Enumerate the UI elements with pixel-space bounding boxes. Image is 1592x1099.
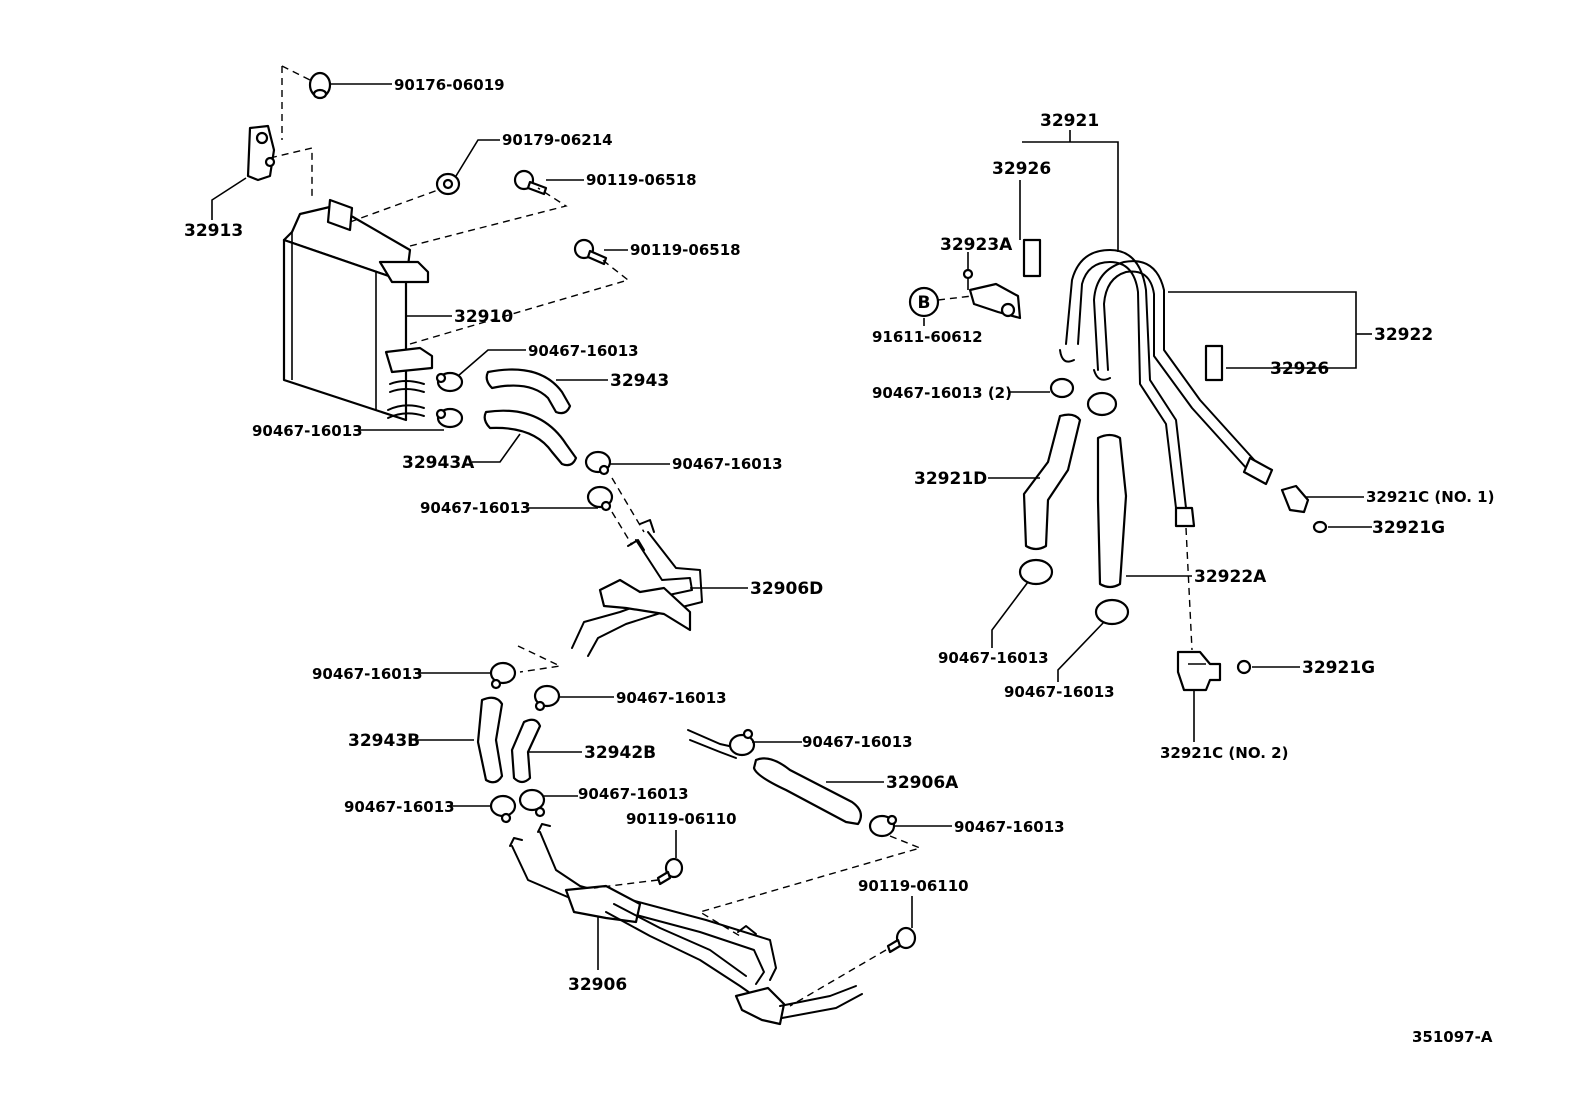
label-91611-60612: 91611-60612 <box>872 328 983 346</box>
label-90119-06110-a: 90119-06110 <box>626 810 737 828</box>
oil-cooler-32910 <box>282 198 434 422</box>
pipe-32906D <box>571 519 703 657</box>
label-32923A: 32923A <box>940 235 1013 255</box>
label-32922: 32922 <box>1374 325 1433 345</box>
label-90179-06214: 90179-06214 <box>502 131 613 149</box>
label-32926-b: 32926 <box>1270 359 1329 379</box>
clamp-c <box>584 450 612 476</box>
bolt-90119-06110-b <box>886 926 917 954</box>
label-90119-06518-b: 90119-06518 <box>630 241 741 259</box>
clamp-g <box>489 794 517 824</box>
label-90467-16013-h: 90467-16013 <box>344 798 455 816</box>
hose-32921D <box>1022 413 1082 551</box>
clamp-k <box>1018 558 1054 586</box>
grommet-32926-b <box>1204 344 1224 382</box>
nut-90179-06214 <box>435 172 461 196</box>
reference-marker-b: B <box>908 286 940 318</box>
elbow-32921C-no2 <box>1176 650 1222 692</box>
o-ring-32921G-a <box>1312 520 1328 534</box>
clamp-near-cooler-top <box>435 371 464 393</box>
clamp-f <box>533 684 561 712</box>
label-90467-16013-k: 90467-16013 <box>938 649 1049 667</box>
label-90176-06019: 90176-06019 <box>394 76 505 94</box>
hose-32942B <box>510 718 542 784</box>
label-90467-16013-c: 90467-16013 <box>672 455 783 473</box>
pipe-32906 <box>509 823 863 1026</box>
label-32943: 32943 <box>610 371 669 391</box>
label-32921C-no1: 32921C (NO. 1) <box>1366 488 1494 506</box>
label-90467-16013-f: 90467-16013 <box>616 689 727 707</box>
clamp-i-bottom <box>868 814 898 838</box>
label-32906D: 32906D <box>750 579 823 599</box>
leader-lines <box>211 83 1372 970</box>
clamp-h <box>518 788 546 818</box>
clamp-e <box>489 661 517 690</box>
pipe-group-32921-32922 <box>1059 249 1274 528</box>
label-32943B: 32943B <box>348 731 420 751</box>
label-32913: 32913 <box>184 221 243 241</box>
label-90467-16013-2: 90467-16013 (2) <box>872 384 1012 402</box>
label-90467-16013-l: 90467-16013 <box>1004 683 1115 701</box>
label-32906A: 32906A <box>886 773 959 793</box>
clamp-d <box>586 485 614 512</box>
label-90119-06518-a: 90119-06518 <box>586 171 697 189</box>
label-32921G-a: 32921G <box>1372 518 1445 538</box>
clamp-i-top <box>728 728 756 757</box>
label-32926-a: 32926 <box>992 159 1051 179</box>
part-labels: 90176-06019 90179-06214 90119-06518 9011… <box>184 76 1494 1046</box>
clamp-l <box>1094 598 1130 626</box>
label-90467-16013-b: 90467-16013 <box>252 422 363 440</box>
label-90467-16013-d: 90467-16013 <box>420 499 531 517</box>
label-90467-16013-j: 90467-16013 <box>954 818 1065 836</box>
marker-b-text: B <box>918 293 931 313</box>
label-90467-16013-i: 90467-16013 <box>578 785 689 803</box>
label-32906: 32906 <box>568 975 627 995</box>
hose-32922A <box>1096 433 1128 589</box>
clamp-bracket-32923A <box>962 268 1022 320</box>
clamp-2-a <box>1049 377 1075 399</box>
label-32921G-b: 32921G <box>1302 658 1375 678</box>
label-32943A: 32943A <box>402 453 475 473</box>
clamp-near-cooler-bottom <box>435 407 464 429</box>
label-90467-16013-g: 90467-16013 <box>802 733 913 751</box>
label-32942B: 32942B <box>584 743 656 763</box>
bolt-90176-06019 <box>308 71 332 100</box>
label-32922A: 32922A <box>1194 567 1267 587</box>
o-ring-32921G-b <box>1236 659 1252 675</box>
union-32921C-no1 <box>1280 484 1310 514</box>
label-32921D: 32921D <box>914 469 987 489</box>
label-90467-16013-e: 90467-16013 <box>312 665 423 683</box>
hose-32906A <box>752 757 863 826</box>
bolt-90119-06518-b <box>573 238 608 266</box>
label-90119-06110-b: 90119-06110 <box>858 877 969 895</box>
label-32910: 32910 <box>454 307 513 327</box>
label-32921: 32921 <box>1040 111 1099 131</box>
figure-id: 351097-A <box>1412 1028 1493 1046</box>
grommet-32926-a <box>1022 238 1042 278</box>
bolt-90119-06518-a <box>513 169 548 196</box>
hose-32943A <box>483 409 578 467</box>
hose-32943 <box>485 368 572 415</box>
hose-32943B <box>476 696 504 784</box>
label-32921C-no2: 32921C (NO. 2) <box>1160 744 1288 762</box>
label-90467-16013-a: 90467-16013 <box>528 342 639 360</box>
clamp-2-b <box>1086 391 1118 417</box>
bolt-90119-06110-a <box>656 857 684 886</box>
bracket-32913 <box>246 124 276 182</box>
